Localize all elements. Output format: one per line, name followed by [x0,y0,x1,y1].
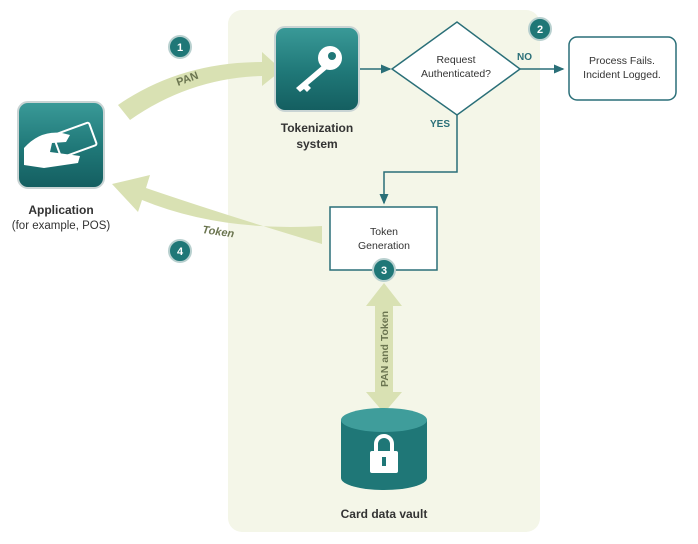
connector-yes [379,115,458,205]
vault-title: Card data vault [341,507,428,521]
decision-text-line2: Authenticated? [421,68,491,80]
step-3-number: 3 [381,265,387,277]
decision-node: Request Authenticated? NO YES [390,21,532,130]
tokenization-system-node: Tokenization system [274,26,360,151]
token-gen-line1: Token [370,226,398,238]
token-gen-line2: Generation [358,240,410,252]
pan-arrow: PAN [118,52,282,120]
decision-text-line1: Request [436,54,475,66]
pan-and-token-label: PAN and Token [379,311,391,387]
step-1-number: 1 [177,42,183,54]
fail-text-line1: Process Fails. [589,55,655,67]
token-generation-node: Token Generation [329,206,438,271]
key-icon [274,26,360,112]
application-subtitle: (for example, POS) [12,220,111,232]
tokenization-title-line2: system [296,137,337,151]
card-data-vault-node: Card data vault [341,408,428,521]
process-fails-node: Process Fails. Incident Logged. [568,36,677,101]
fail-text-line2: Incident Logged. [583,69,661,81]
pan-and-token-arrow: PAN and Token [366,283,402,413]
step-badge-4: 4 [168,239,192,263]
application-node: Application (for example, POS) [12,101,111,232]
step-2-number: 2 [537,24,543,36]
step-badge-3: 3 [372,258,396,282]
token-arrow-label: Token [202,224,236,240]
token-return-arrow: Token [112,175,322,244]
step-badge-1: 1 [168,35,192,59]
tokenization-title: Tokenization [281,121,353,135]
step-4-number: 4 [177,246,184,258]
no-label: NO [517,52,532,63]
yes-label: YES [430,119,450,130]
application-title: Application [28,203,93,217]
step-badge-2: 2 [528,17,552,41]
lock-icon [370,434,398,473]
